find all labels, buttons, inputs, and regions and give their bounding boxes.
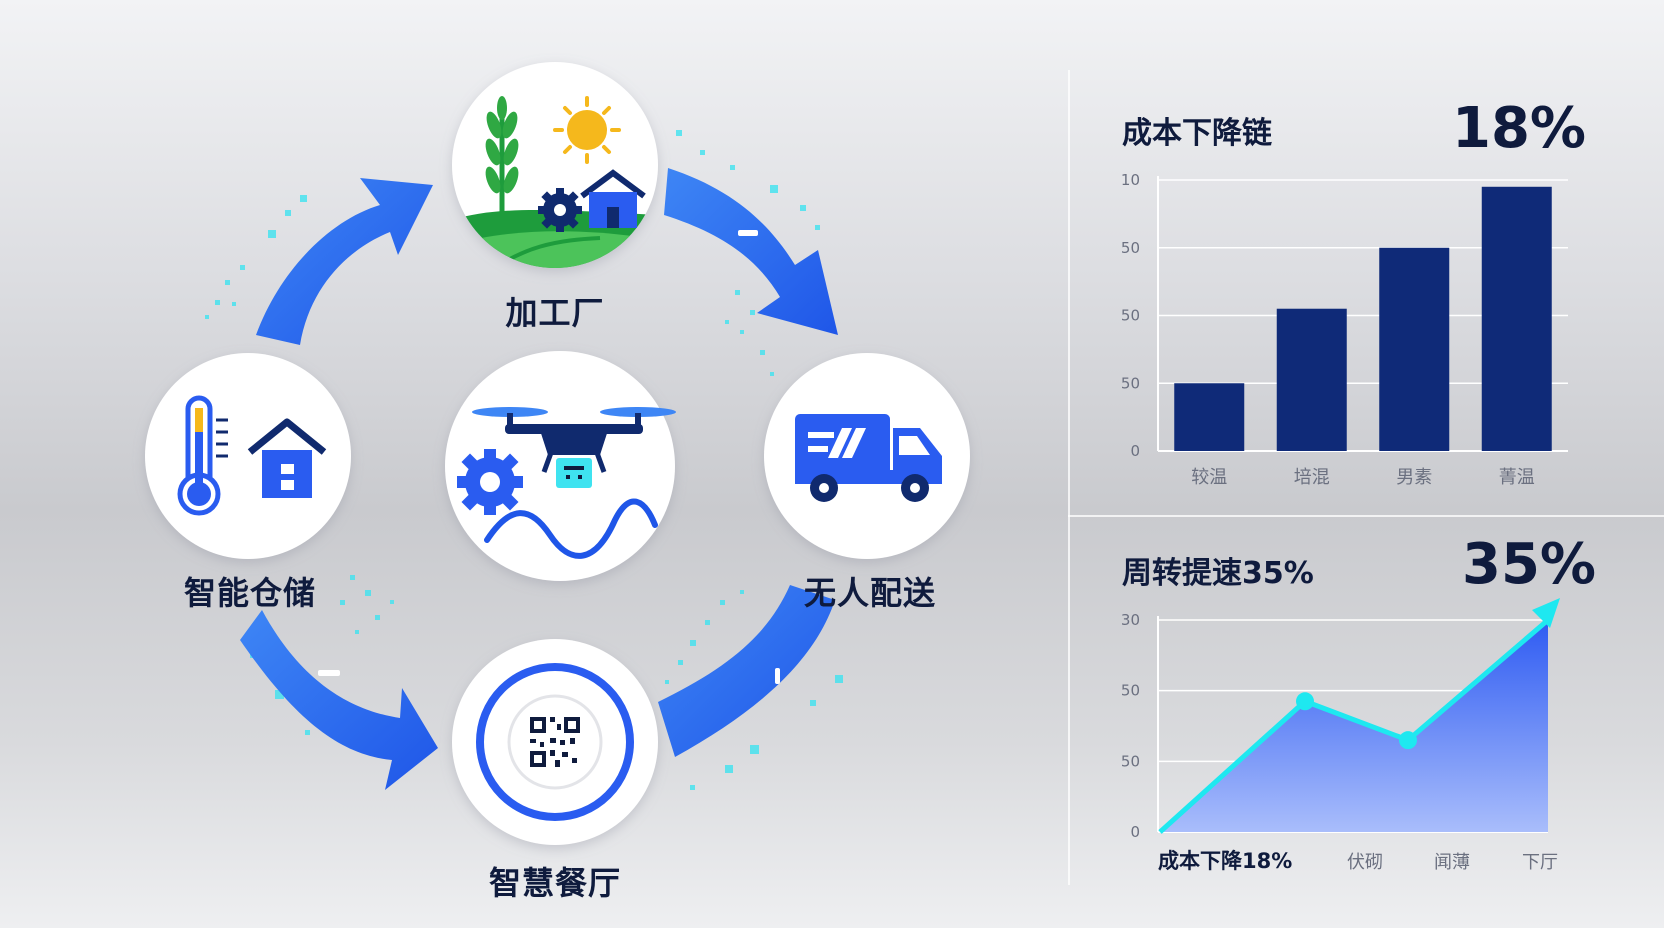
trend-arrowhead: [1532, 598, 1560, 628]
area-category-label: 下厅: [1522, 852, 1558, 873]
bar-category-label: 较温: [1191, 467, 1227, 488]
cost-bar: [1481, 186, 1552, 451]
cycle-arrows: [240, 168, 838, 790]
bar-y-tick-label: 50: [1121, 374, 1140, 392]
warehouse-label: 智能仓储: [183, 574, 317, 612]
farmhouse-icon: [580, 169, 646, 228]
area-y-tick-label: 0: [1130, 823, 1140, 841]
cost-panel-title: 成本下降链: [1122, 116, 1272, 151]
bar-y-tick-label: 50: [1121, 307, 1140, 325]
delivery-label: 无人配送: [803, 574, 937, 612]
drone-icon: [472, 407, 676, 488]
cost-bar: [1379, 247, 1450, 451]
bar-category-label: 培混: [1294, 467, 1330, 488]
bar-y-tick-label: 50: [1121, 239, 1140, 257]
sun-icon: [553, 96, 621, 164]
area-y-tick-label: 30: [1121, 611, 1140, 629]
arrow-warehouse-to-restaurant: [240, 610, 438, 790]
turnover-point: [1296, 692, 1314, 711]
supply-chain-cycle: [145, 62, 970, 845]
turnover-speedup-value: 35%: [1462, 532, 1597, 597]
turnover-area-chart: 0 50 50 30 成本下降18% 伏砌 闻薄 下厅: [1121, 598, 1560, 873]
panel-divider-vertical: [1068, 70, 1070, 885]
panel-divider-horizontal: [1068, 515, 1664, 517]
cost-reduction-value: 18%: [1452, 96, 1587, 161]
area-category-label: 闻薄: [1434, 852, 1470, 873]
gear-icon: [538, 188, 582, 232]
restaurant-label: 智慧餐厅: [488, 864, 622, 902]
arrow-delivery-to-restaurant: [658, 585, 835, 757]
turnover-point: [1399, 731, 1417, 750]
qr-code-icon: [476, 663, 634, 821]
area-y-tick-label: 50: [1121, 682, 1140, 700]
house-icon: [247, 418, 327, 498]
bar-category-label: 菁温: [1499, 467, 1535, 488]
cost-bar: [1174, 383, 1245, 451]
bar-category-label: 男素: [1396, 467, 1432, 488]
area-category-label: 成本下降18%: [1158, 849, 1292, 873]
cost-bar: [1276, 308, 1347, 451]
arrow-warehouse-to-factory: [256, 178, 433, 345]
area-category-label: 伏砌: [1347, 852, 1383, 873]
turnover-line: [1158, 618, 1550, 834]
drone-gear-icon: [457, 449, 523, 515]
bar-y-tick-label: 10: [1121, 171, 1140, 189]
thermometer-icon: [177, 395, 228, 516]
turnover-panel-title: 周转提速35%: [1122, 556, 1314, 591]
cost-bar-chart: 0 50 50 50 10 较温 培混 男素 菁温: [1121, 171, 1568, 488]
bar-y-tick-label: 0: [1130, 442, 1140, 460]
truck-icon: [795, 414, 942, 502]
area-y-tick-label: 50: [1121, 752, 1140, 770]
arrow-factory-to-delivery: [664, 168, 838, 335]
turnover-area: [1160, 620, 1548, 832]
signal-wave: [484, 498, 658, 559]
wheat-icon: [485, 96, 519, 228]
factory-label: 加工厂: [505, 294, 605, 332]
